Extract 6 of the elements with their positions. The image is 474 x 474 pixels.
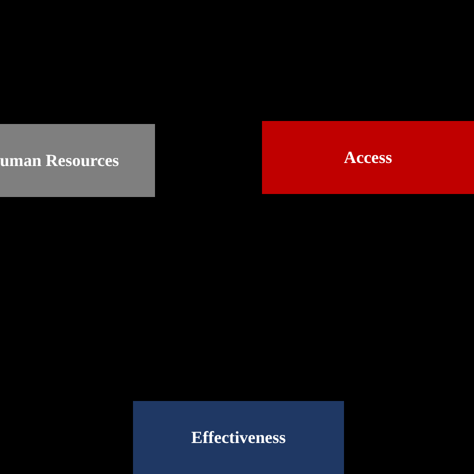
box-label: Effectiveness xyxy=(191,428,286,448)
box-label: Access xyxy=(344,148,392,168)
box-label: uman Resources xyxy=(0,150,119,170)
label-box xyxy=(262,121,474,194)
label-box xyxy=(0,124,155,197)
label-box xyxy=(133,401,344,474)
